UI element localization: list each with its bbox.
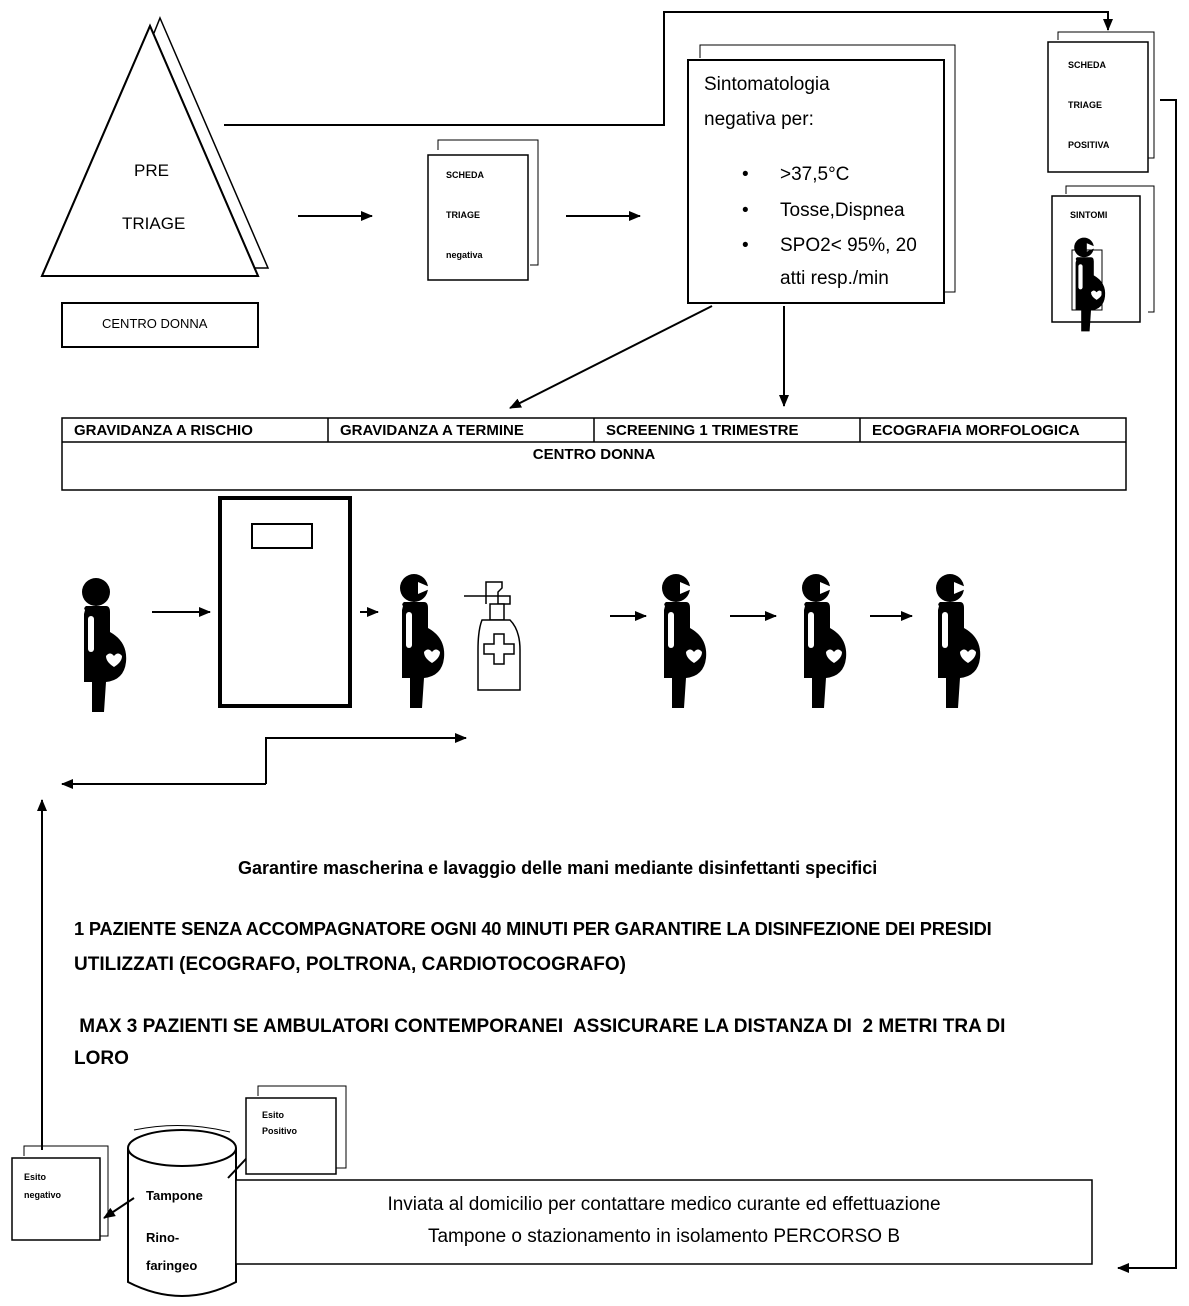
symptom-bullet-2: • xyxy=(742,200,749,221)
pregnant-woman-icon xyxy=(82,578,127,712)
symptoms-title1: Sintomatologia xyxy=(704,74,830,95)
symptom-bullet-3: • xyxy=(742,235,749,256)
table-header-morfologica: ECOGRAFIA MORFOLOGICA xyxy=(872,421,1080,439)
esito-positivo-card xyxy=(245,1085,347,1175)
arrow-icon xyxy=(509,305,713,409)
sanitizer-dispenser-icon xyxy=(464,581,521,691)
note-mask: Garantire mascherina e lavaggio delle ma… xyxy=(238,858,878,878)
scheda-negativa-line3: negativa xyxy=(446,250,483,260)
esito-positivo-line1: Esito xyxy=(262,1110,285,1120)
centro-donna-label: CENTRO DONNA xyxy=(102,316,208,331)
scheda-positiva-line3: POSITIVA xyxy=(1068,140,1110,150)
esito-positivo-line2: Positivo xyxy=(262,1126,298,1136)
scheda-negativa-line2: TRIAGE xyxy=(446,210,481,220)
services-table xyxy=(61,417,1127,491)
esito-negativo-line1: Esito xyxy=(24,1172,47,1182)
pretriage-line1: PRE xyxy=(134,161,169,180)
pretriage-triangle xyxy=(40,16,270,277)
swab-line2: Rino- xyxy=(146,1230,180,1245)
pregnant-woman-icon xyxy=(936,574,981,708)
door-icon xyxy=(218,496,352,708)
connector-return xyxy=(1117,99,1177,1273)
connector-positive xyxy=(224,11,1113,126)
home-box xyxy=(235,1179,1093,1265)
pregnant-woman-icon xyxy=(662,574,707,708)
note-max-1: MAX 3 PAZIENTI SE AMBULATORI CONTEMPORAN… xyxy=(74,1016,1006,1037)
esito-negativo-line2: negativo xyxy=(24,1190,62,1200)
home-box-line2: Tampone o stazionamento in isolamento PE… xyxy=(427,1226,901,1247)
pregnant-woman-icon xyxy=(400,574,445,708)
scheda-positiva-line1: SCHEDA xyxy=(1068,60,1107,70)
swab-cylinder xyxy=(127,1125,237,1297)
sintomi-label: SINTOMI xyxy=(1070,210,1108,220)
symptom-item-2: Tosse,Dispnea xyxy=(780,200,905,221)
scheda-positiva-line2: TRIAGE xyxy=(1068,100,1103,110)
symptoms-title2: negativa per: xyxy=(704,109,814,130)
pretriage-line2: TRIAGE xyxy=(122,214,186,233)
scheda-positiva-card xyxy=(1047,31,1155,173)
note-one-patient-2: UTILIZZATI (ECOGRAFO, POLTRONA, CARDIOTO… xyxy=(74,954,627,975)
arrow-icon xyxy=(265,733,467,784)
symptom-bullet-1: • xyxy=(742,164,749,185)
symptom-item-1: >37,5°C xyxy=(780,164,850,185)
centro-donna-box xyxy=(61,302,259,348)
note-max-2: LORO xyxy=(74,1048,129,1069)
esito-negativo-card xyxy=(11,1145,109,1241)
table-header-termine: GRAVIDANZA A TERMINE xyxy=(340,421,524,439)
pregnant-woman-icon xyxy=(802,574,847,708)
symptoms-box xyxy=(687,44,956,304)
swab-line1: Tampone xyxy=(146,1188,203,1203)
sintomi-card xyxy=(1051,185,1155,332)
table-footer: CENTRO DONNA xyxy=(532,446,656,463)
symptom-item-4: atti resp./min xyxy=(780,268,889,289)
table-header-screening: SCREENING 1 TRIMESTRE xyxy=(606,421,799,439)
arrow-icon xyxy=(103,1197,135,1219)
home-box-line1: Inviata al domicilio per contattare medi… xyxy=(387,1194,941,1215)
swab-line3: faringeo xyxy=(146,1258,198,1273)
note-one-patient-1: 1 PAZIENTE SENZA ACCOMPAGNATORE OGNI 40 … xyxy=(74,918,992,939)
scheda-negativa-card xyxy=(427,139,539,281)
scheda-negativa-line1: SCHEDA xyxy=(446,170,485,180)
table-header-rischio: GRAVIDANZA A RISCHIO xyxy=(74,421,253,439)
symptom-item-3: SPO2< 95%, 20 xyxy=(780,235,917,256)
